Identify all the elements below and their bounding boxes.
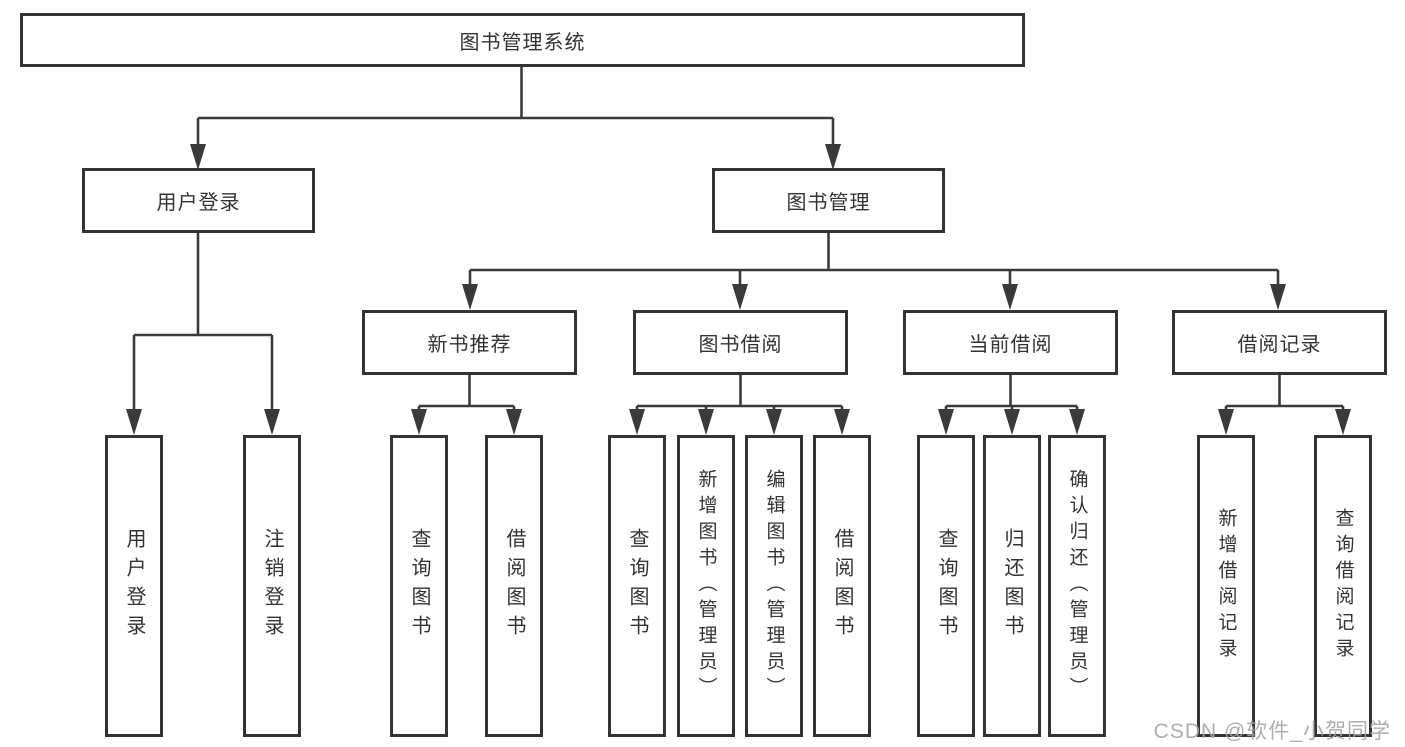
leaf-query-borrow-record: 查询借阅记录 (1314, 435, 1372, 737)
connector-newbooks-to-leaves (411, 375, 522, 435)
connector-currentborrow-to-leaves (938, 375, 1085, 435)
leaf-add-borrow-record: 新增借阅记录 (1197, 435, 1255, 737)
node-user-login: 用户登录 (82, 168, 315, 233)
csdn-watermark: CSDN @软件_小贺同学 (1153, 720, 1391, 743)
leaf-logout-login: 注销登录 (243, 435, 301, 737)
connector-borrowrecords-to-leaves (1218, 375, 1351, 435)
node-new-book-recommend: 新书推荐 (362, 310, 577, 375)
leaf-add-books-admin: 新增图书（管理员） (677, 435, 735, 737)
leaf-edit-books-admin: 编辑图书（管理员） (745, 435, 803, 737)
connector-bookborrow-to-leaves (629, 375, 850, 435)
leaf-user-login: 用户登录 (105, 435, 163, 737)
leaf-query-books-newbooks: 查询图书 (390, 435, 448, 737)
node-book-management: 图书管理 (712, 168, 945, 233)
connector-userlogin-to-leaves (126, 233, 280, 435)
leaf-borrow-books: 借阅图书 (813, 435, 871, 737)
node-current-borrow: 当前借阅 (903, 310, 1118, 375)
leaf-query-books-borrow: 查询图书 (608, 435, 666, 737)
leaf-borrow-books-newbooks: 借阅图书 (485, 435, 543, 737)
node-borrow-records: 借阅记录 (1172, 310, 1387, 375)
leaf-return-books: 归还图书 (983, 435, 1041, 737)
node-book-borrow: 图书借阅 (633, 310, 848, 375)
node-root-system: 图书管理系统 (20, 13, 1025, 67)
connector-bookmgmt-to-level3 (462, 233, 1286, 310)
leaf-query-books-current: 查询图书 (917, 435, 975, 737)
connector-root-to-level2 (190, 67, 841, 170)
leaf-confirm-return-admin: 确认归还（管理员） (1048, 435, 1106, 737)
